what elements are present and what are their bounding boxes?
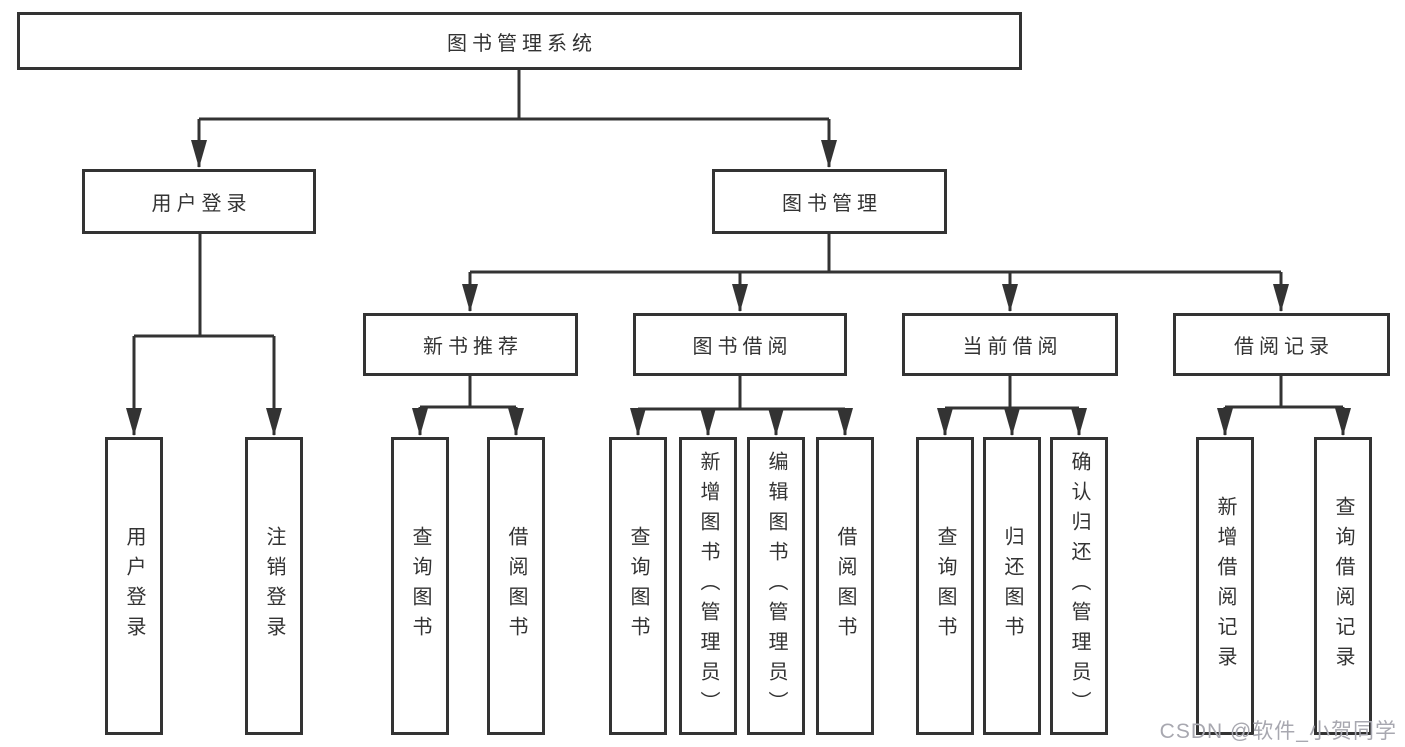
leaf-confirm-return-admin-label: 确认归还（管理员） (1068, 451, 1090, 721)
leaf-query-books-borrow-label: 查询图书 (627, 526, 649, 646)
connector-borrow-record-children (1217, 376, 1351, 436)
leaf-logout-label: 注销登录 (263, 526, 285, 646)
connector-current-borrow-children (937, 376, 1087, 436)
leaf-return-books: 归还图书 (983, 437, 1041, 735)
leaf-add-borrow-record-label: 新增借阅记录 (1214, 496, 1236, 676)
leaf-borrow-books-recommend-label: 借阅图书 (505, 526, 527, 646)
leaf-query-books-borrow: 查询图书 (609, 437, 667, 735)
leaf-borrow-books: 借阅图书 (816, 437, 874, 735)
node-new-book-recommend: 新书推荐 (363, 313, 578, 376)
leaf-query-books-recommend: 查询图书 (391, 437, 449, 735)
leaf-borrow-books-label: 借阅图书 (834, 526, 856, 646)
leaf-edit-books-admin-label: 编辑图书（管理员） (765, 451, 787, 721)
connector-book-management-children (462, 234, 1289, 312)
node-root-label: 图书管理系统 (447, 32, 597, 55)
leaf-add-books-admin-label: 新增图书（管理员） (697, 451, 719, 721)
node-book-borrow-label: 图书借阅 (692, 336, 793, 358)
connector-root-to-level2 (191, 70, 837, 168)
leaf-add-books-admin: 新增图书（管理员） (679, 437, 737, 735)
leaf-return-books-label: 归还图书 (1001, 526, 1023, 646)
node-current-borrow: 当前借阅 (902, 313, 1118, 376)
leaf-borrow-books-recommend: 借阅图书 (487, 437, 545, 735)
node-user-login-label: 用户登录 (151, 193, 252, 215)
connector-book-borrow-children (630, 376, 853, 436)
node-current-borrow-label: 当前借阅 (962, 336, 1063, 358)
node-book-management-label: 图书管理 (782, 193, 882, 215)
leaf-edit-books-admin: 编辑图书（管理员） (747, 437, 805, 735)
leaf-logout: 注销登录 (245, 437, 303, 735)
leaf-query-books-current: 查询图书 (916, 437, 974, 735)
leaf-query-books-recommend-label: 查询图书 (409, 526, 431, 646)
connector-user-login-children (126, 233, 282, 436)
leaf-confirm-return-admin: 确认归还（管理员） (1050, 437, 1108, 735)
node-root-book-management-system: 图书管理系统 (17, 12, 1022, 70)
leaf-user-login-label: 用户登录 (123, 526, 145, 646)
leaf-query-books-current-label: 查询图书 (934, 526, 956, 646)
node-book-borrow: 图书借阅 (633, 313, 847, 376)
node-book-management: 图书管理 (712, 169, 947, 234)
connector-new-book-recommend-children (412, 376, 524, 436)
leaf-add-borrow-record: 新增借阅记录 (1196, 437, 1254, 735)
leaf-user-login: 用户登录 (105, 437, 163, 735)
leaf-query-borrow-record-label: 查询借阅记录 (1332, 496, 1354, 676)
leaf-query-borrow-record: 查询借阅记录 (1314, 437, 1372, 735)
node-borrow-record: 借阅记录 (1173, 313, 1390, 376)
node-user-login: 用户登录 (82, 169, 316, 234)
node-new-book-recommend-label: 新书推荐 (423, 336, 523, 358)
node-borrow-record-label: 借阅记录 (1234, 336, 1334, 358)
watermark: CSDN @软件_小贺同学 (1159, 720, 1397, 743)
